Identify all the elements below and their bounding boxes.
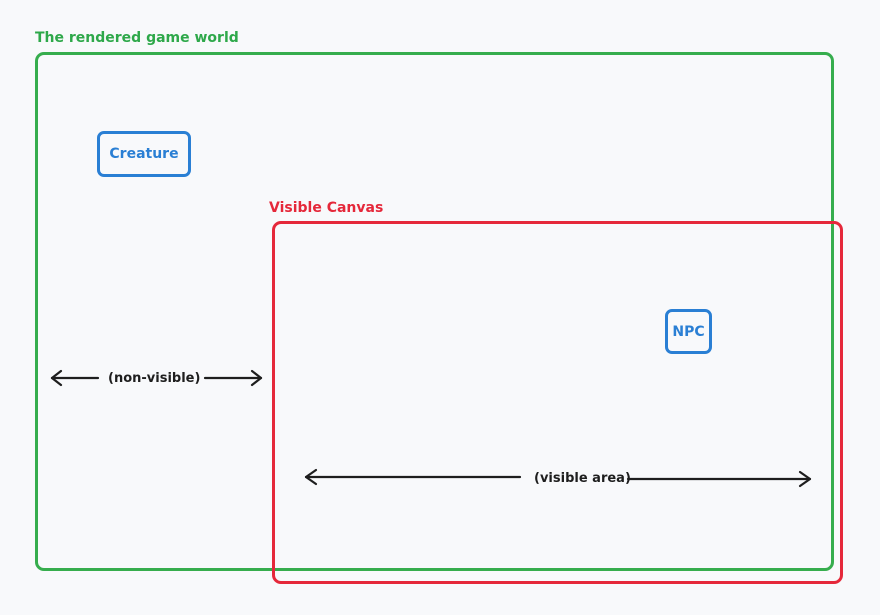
creature-box: Creature	[97, 131, 191, 177]
npc-label: NPC	[672, 323, 705, 340]
game-world-box	[35, 52, 834, 571]
visible-area-label: (visible area)	[534, 471, 631, 486]
npc-box: NPC	[665, 309, 712, 354]
visible-canvas-box	[272, 221, 843, 584]
world-title: The rendered game world	[35, 30, 239, 46]
non-visible-label: (non-visible)	[108, 371, 201, 386]
creature-label: Creature	[109, 146, 179, 162]
canvas-title: Visible Canvas	[269, 200, 384, 216]
